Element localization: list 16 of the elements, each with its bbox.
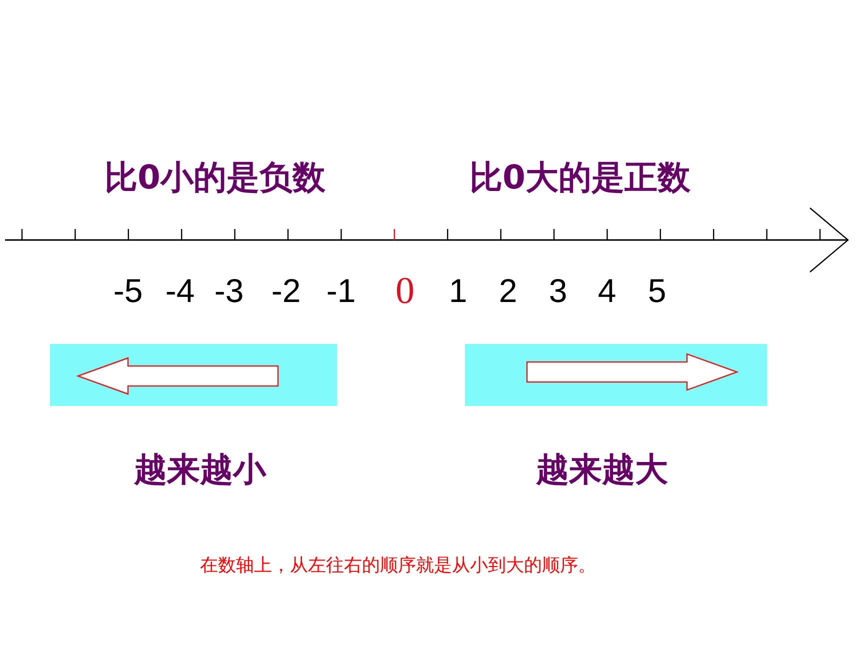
tick-label: -3: [214, 272, 244, 310]
tick-label: -2: [271, 272, 301, 310]
tick-label: -4: [165, 272, 195, 310]
tick-label: 2: [498, 272, 518, 310]
tick-label: 4: [598, 272, 616, 310]
tick-label: -5: [113, 272, 143, 310]
tick-label: 0: [396, 269, 414, 313]
tick-label: 5: [648, 272, 666, 310]
heading-text: 比0小的是负数: [104, 156, 326, 198]
direction-label: 越来越大: [536, 448, 668, 490]
tick-label: 1: [448, 272, 468, 310]
tick-label: -1: [326, 272, 356, 310]
heading-text: 比0大的是正数: [470, 156, 690, 198]
direction-label: 越来越小: [134, 448, 266, 490]
tick-label: 3: [548, 272, 568, 310]
caption-text: 在数轴上，从左往右的顺序就是从小到大的顺序。: [200, 554, 596, 577]
